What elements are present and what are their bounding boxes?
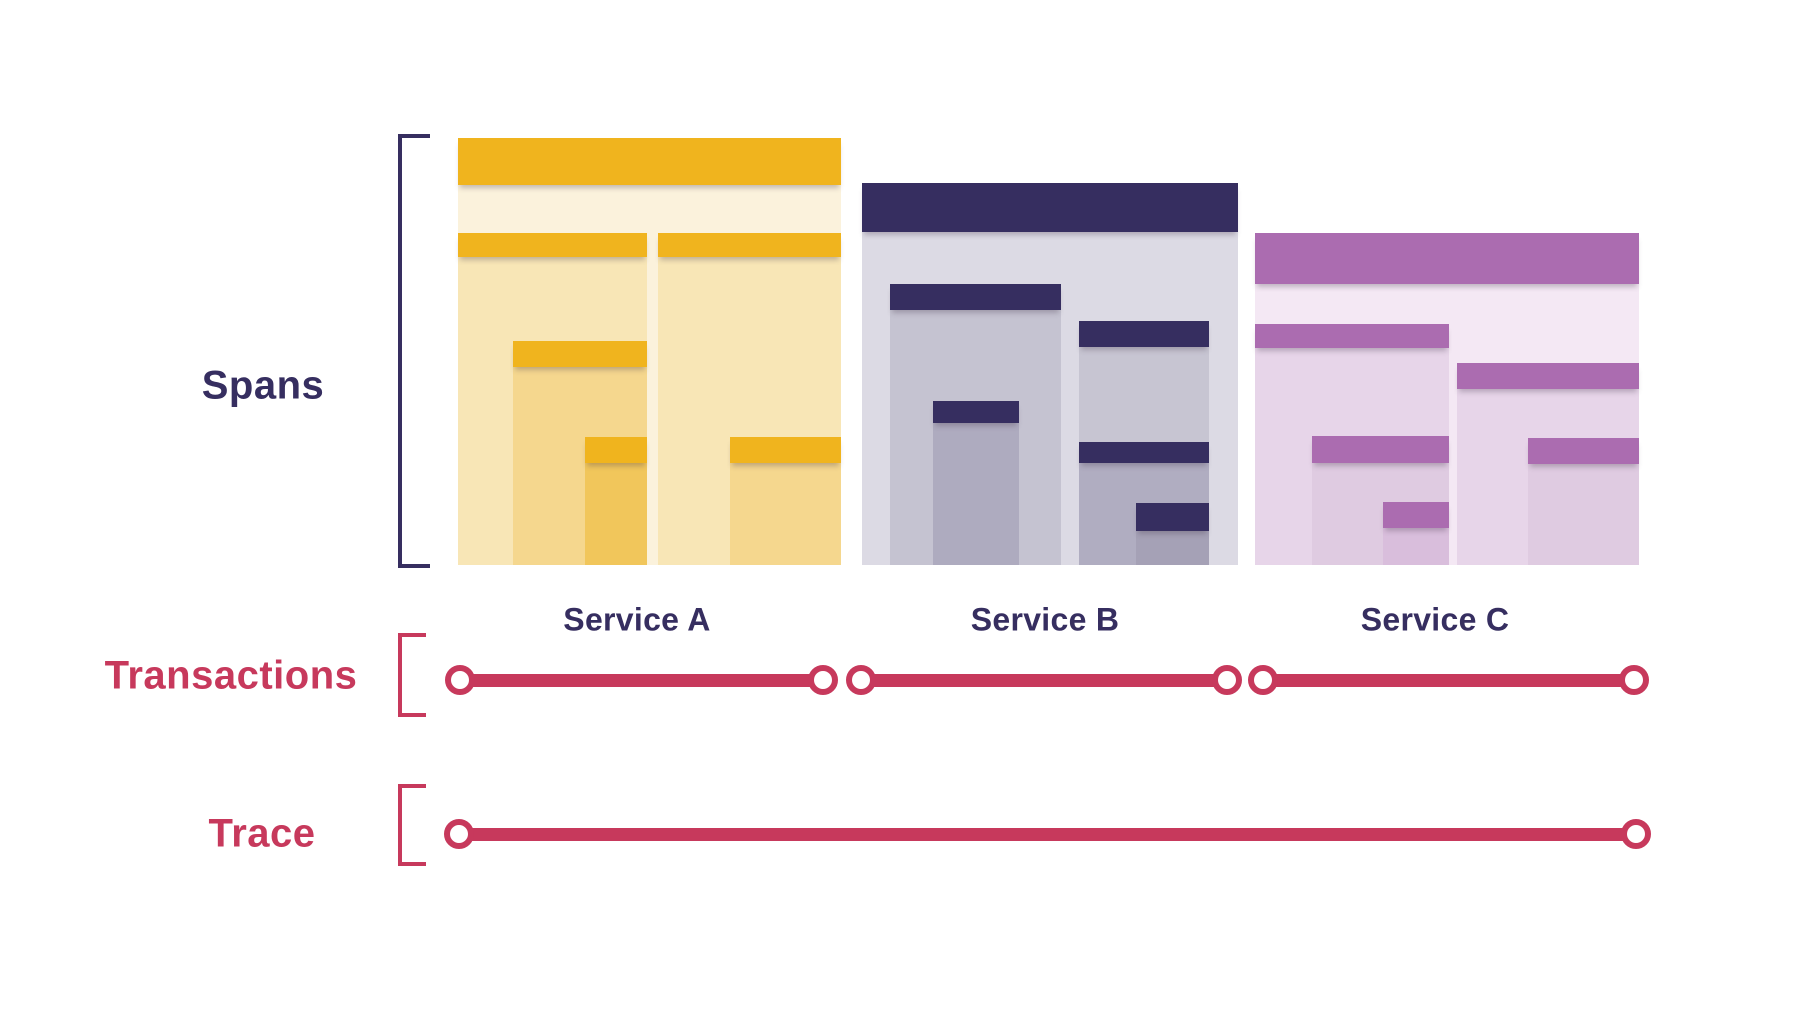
span-bar-header-grandchild (1528, 438, 1639, 464)
span-bar-header-root (862, 183, 1238, 232)
span-bar-header-child (890, 284, 1061, 310)
service-c-label: Service C (1360, 601, 1510, 638)
span-bar-header-grandchild (513, 341, 647, 367)
transaction-line-1 (460, 673, 823, 687)
span-bar-header-grandchild (1079, 442, 1209, 463)
transactions-bracket (398, 633, 426, 717)
service-b-label: Service B (970, 601, 1120, 638)
span-bar-body-grandchild (933, 401, 1019, 565)
spans-bracket (398, 134, 430, 568)
label-trace: Trace (208, 811, 316, 856)
endpoint-circle (846, 665, 876, 695)
span-bar-header-grandchild (730, 437, 841, 463)
endpoint-circle (445, 665, 475, 695)
label-spans: Spans (201, 363, 325, 408)
span-bar-header-child (1255, 324, 1449, 348)
span-bar-header-root (1255, 233, 1639, 284)
endpoint-circle (808, 665, 838, 695)
endpoint-circle (1619, 665, 1649, 695)
transaction-line-2 (861, 673, 1227, 687)
span-bar-header-child (1079, 321, 1209, 347)
span-bar-header-great-grandchild (585, 437, 647, 463)
endpoint-circle (444, 819, 474, 849)
endpoint-circle (1248, 665, 1278, 695)
transaction-line-3 (1263, 673, 1634, 687)
span-bar-header-great-grandchild (1136, 503, 1209, 531)
endpoint-circle (1212, 665, 1242, 695)
span-bar-header-child (1457, 363, 1639, 389)
span-bar-header-child (458, 233, 647, 257)
service-a-label: Service A (563, 601, 711, 638)
label-transactions: Transactions (104, 653, 358, 698)
trace-bracket (398, 784, 426, 866)
span-bar-header-grandchild (933, 401, 1019, 423)
span-bar-header-root (458, 138, 841, 185)
span-bar-header-great-grandchild (1383, 502, 1449, 528)
span-bar-header-grandchild (1312, 436, 1449, 463)
span-bar-header-child (658, 233, 841, 257)
endpoint-circle (1621, 819, 1651, 849)
trace-line (459, 827, 1636, 841)
